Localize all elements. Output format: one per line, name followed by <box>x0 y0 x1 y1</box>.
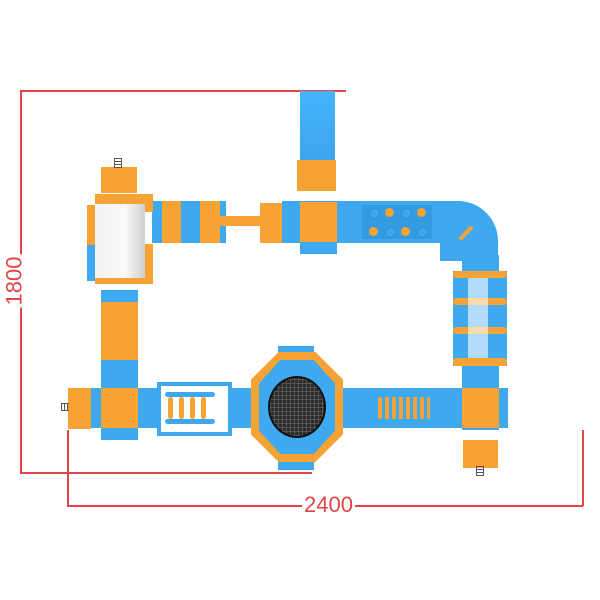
wave-obstacle <box>378 394 430 422</box>
climbing-net <box>453 271 507 366</box>
ladder-icon <box>61 403 69 411</box>
tower-frame <box>95 276 153 284</box>
ladder-icon <box>114 158 122 168</box>
trampoline-tab <box>278 346 314 356</box>
platform-square <box>300 202 337 242</box>
tower-top-platform <box>101 167 137 193</box>
connector-bridge <box>220 216 260 226</box>
platform-tab <box>300 242 337 254</box>
platform-tab <box>101 428 138 440</box>
slide-base <box>297 160 336 191</box>
left-walkway-lower <box>101 360 138 388</box>
bottom-left-platform <box>68 388 91 429</box>
platform-square <box>101 388 138 428</box>
walkway-panel <box>200 201 220 243</box>
climbing-wall <box>95 204 145 278</box>
roller-obstacle <box>362 205 432 239</box>
walkway-panel <box>101 302 138 360</box>
height-dimension-top-line <box>20 90 346 92</box>
trampoline-mat <box>268 376 326 438</box>
width-dimension-right-line <box>582 430 584 506</box>
width-dimension-label: 2400 <box>302 492 355 518</box>
height-dimension-label: 1800 <box>1 254 28 308</box>
width-dimension-left-line <box>67 430 69 505</box>
walkway-panel <box>260 203 282 243</box>
height-dimension-bottom-line <box>20 472 312 474</box>
ladder-obstacle <box>165 392 215 424</box>
tower-side <box>145 244 153 282</box>
ladder-icon <box>476 466 484 476</box>
platform-square <box>462 388 499 428</box>
tower-side <box>87 205 95 245</box>
bottom-right-platform <box>463 440 498 468</box>
tower-side <box>87 245 95 281</box>
walkway-panel <box>162 201 181 243</box>
